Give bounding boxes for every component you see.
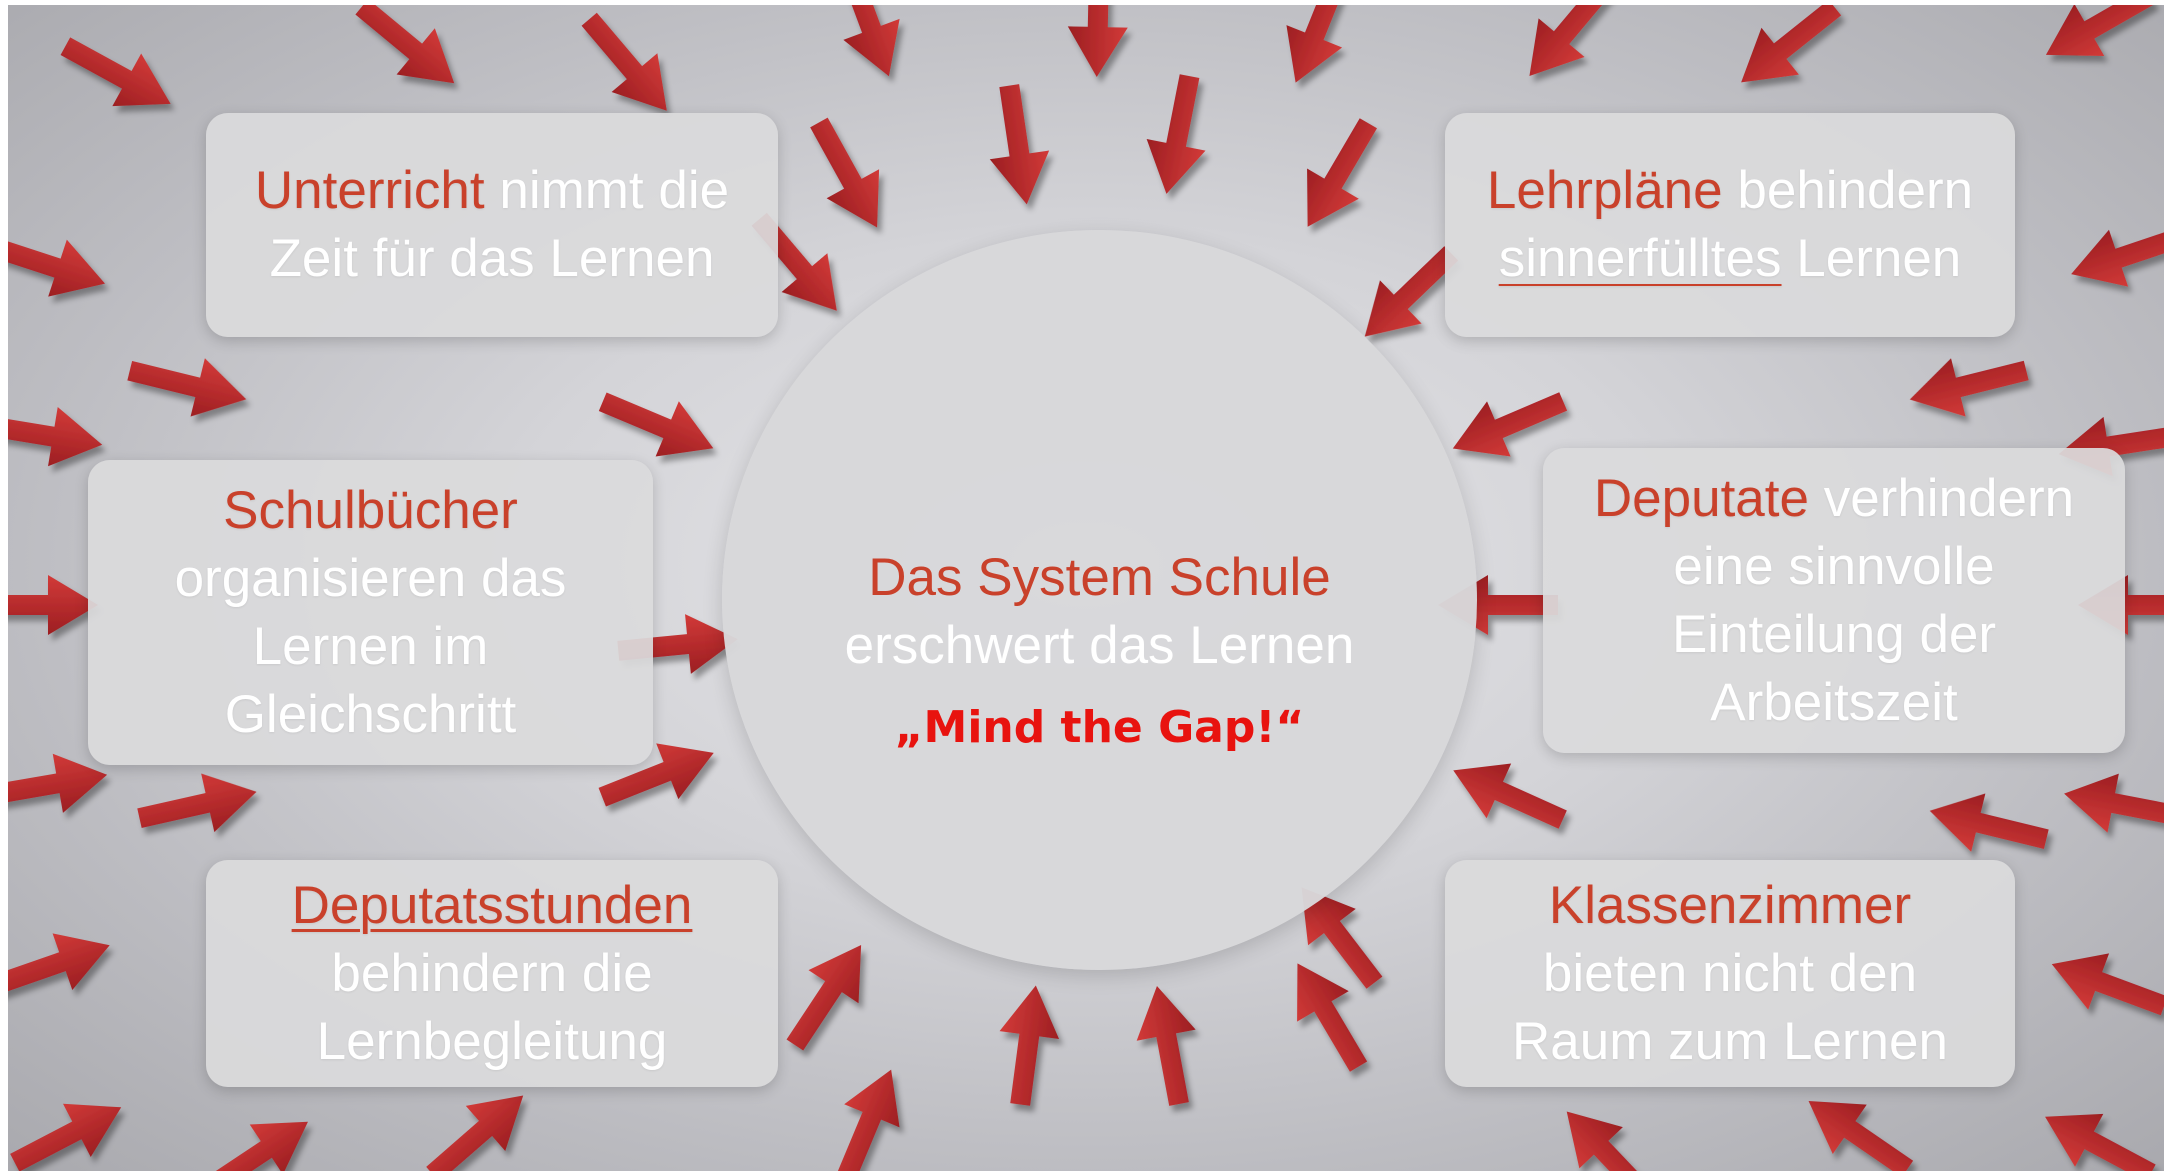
card-deputate-line2: eine sinnvolle bbox=[1673, 536, 1995, 596]
card-deputate: Deputate verhindern eine sinnvolle Einte… bbox=[1543, 448, 2125, 753]
arrow-icon bbox=[413, 1072, 543, 1171]
arrow-icon bbox=[1544, 1090, 1672, 1171]
arrow-icon bbox=[191, 1096, 325, 1171]
card-deputate-highlight: Deputate bbox=[1593, 468, 1809, 528]
arrow-icon bbox=[979, 81, 1057, 209]
card-lehrplaene: Lehrpläne behindern sinnerfülltes Lernen bbox=[1445, 113, 2015, 337]
card-lehrplaene-line1: behindern bbox=[1722, 161, 1974, 220]
card-schulbuecher-line3: Lernen im bbox=[252, 616, 489, 676]
arrow-icon bbox=[1922, 781, 2054, 869]
arrow-icon bbox=[2031, 5, 2164, 81]
card-deputate-line4: Arbeitszeit bbox=[1710, 672, 1958, 732]
center-subtitle: erschwert das Lernen bbox=[844, 616, 1355, 675]
card-unterricht-line1: nimmt die bbox=[484, 161, 730, 220]
arrow-icon bbox=[1506, 5, 1630, 96]
card-lehrplaene-underlined: sinnerfülltes bbox=[1498, 229, 1782, 288]
arrow-icon bbox=[8, 217, 115, 313]
arrow-icon bbox=[1127, 980, 1209, 1110]
arrow-icon bbox=[817, 1058, 919, 1171]
center-title: Das System Schule bbox=[868, 548, 1331, 607]
card-schulbuecher-line4: Gleichschritt bbox=[224, 684, 517, 744]
center-slogan: „Mind the Gap!“ bbox=[894, 702, 1305, 753]
arrow-icon bbox=[2058, 764, 2164, 846]
card-deputatsstunden-line3: Lernbegleitung bbox=[316, 1011, 668, 1071]
arrow-icon bbox=[8, 1080, 136, 1171]
center-circle: Das System Schule erschwert das Lernen „… bbox=[722, 230, 1477, 970]
card-klassenzimmer: Klassenzimmer bieten nicht den Raum zum … bbox=[1445, 860, 2015, 1087]
arrow-icon bbox=[769, 928, 887, 1062]
card-lehrplaene-line2: Lernen bbox=[1781, 229, 1962, 288]
arrow-icon bbox=[1066, 5, 1130, 78]
arrow-icon bbox=[566, 5, 690, 131]
card-klassenzimmer-line2: bieten nicht den bbox=[1542, 943, 1918, 1003]
arrow-icon bbox=[8, 916, 120, 1014]
card-deputate-line1: verhindern bbox=[1808, 468, 2075, 528]
arrow-icon bbox=[1281, 108, 1395, 242]
arrow-icon bbox=[792, 107, 904, 243]
arrow-icon bbox=[122, 341, 254, 429]
arrow-icon bbox=[2061, 207, 2164, 303]
arrow-icon bbox=[1902, 341, 2034, 429]
arrow-icon bbox=[1791, 1076, 1925, 1171]
arrow-icon bbox=[2030, 1090, 2164, 1171]
arrow-icon bbox=[1722, 5, 1854, 106]
card-deputatsstunden: Deputatsstunden behindern die Lernbeglei… bbox=[206, 860, 778, 1087]
arrow-icon bbox=[1137, 70, 1219, 200]
card-schulbuecher: Schulbücher organisieren das Lernen im G… bbox=[88, 460, 653, 765]
card-deputatsstunden-highlight: Deputatsstunden bbox=[291, 875, 693, 935]
arrow-icon bbox=[818, 5, 918, 87]
card-deputatsstunden-line2: behindern die bbox=[331, 943, 653, 1003]
card-klassenzimmer-highlight: Klassenzimmer bbox=[1548, 875, 1912, 935]
slide-background: Unterricht nimmt die Zeit für das Lernen… bbox=[8, 5, 2164, 1171]
card-klassenzimmer-line3: Raum zum Lernen bbox=[1512, 1011, 1948, 1071]
arrow-icon bbox=[342, 5, 474, 107]
arrow-icon bbox=[1267, 5, 1369, 94]
card-unterricht: Unterricht nimmt die Zeit für das Lernen bbox=[206, 113, 778, 337]
card-schulbuecher-highlight: Schulbücher bbox=[223, 480, 518, 540]
card-unterricht-highlight: Unterricht bbox=[254, 161, 485, 220]
card-deputate-line3: Einteilung der bbox=[1671, 604, 1997, 664]
card-schulbuecher-line2: organisieren das bbox=[174, 548, 567, 608]
arrow-icon bbox=[50, 19, 186, 131]
arrow-icon bbox=[132, 762, 264, 848]
arrow-icon bbox=[990, 981, 1066, 1109]
arrow-icon bbox=[8, 395, 108, 475]
arrow-icon bbox=[1440, 743, 1576, 847]
card-unterricht-line2: Zeit für das Lernen bbox=[269, 229, 715, 288]
card-lehrplaene-highlight: Lehrpläne bbox=[1486, 161, 1723, 220]
arrow-icon bbox=[2041, 935, 2164, 1035]
arrow-icon bbox=[8, 575, 98, 635]
